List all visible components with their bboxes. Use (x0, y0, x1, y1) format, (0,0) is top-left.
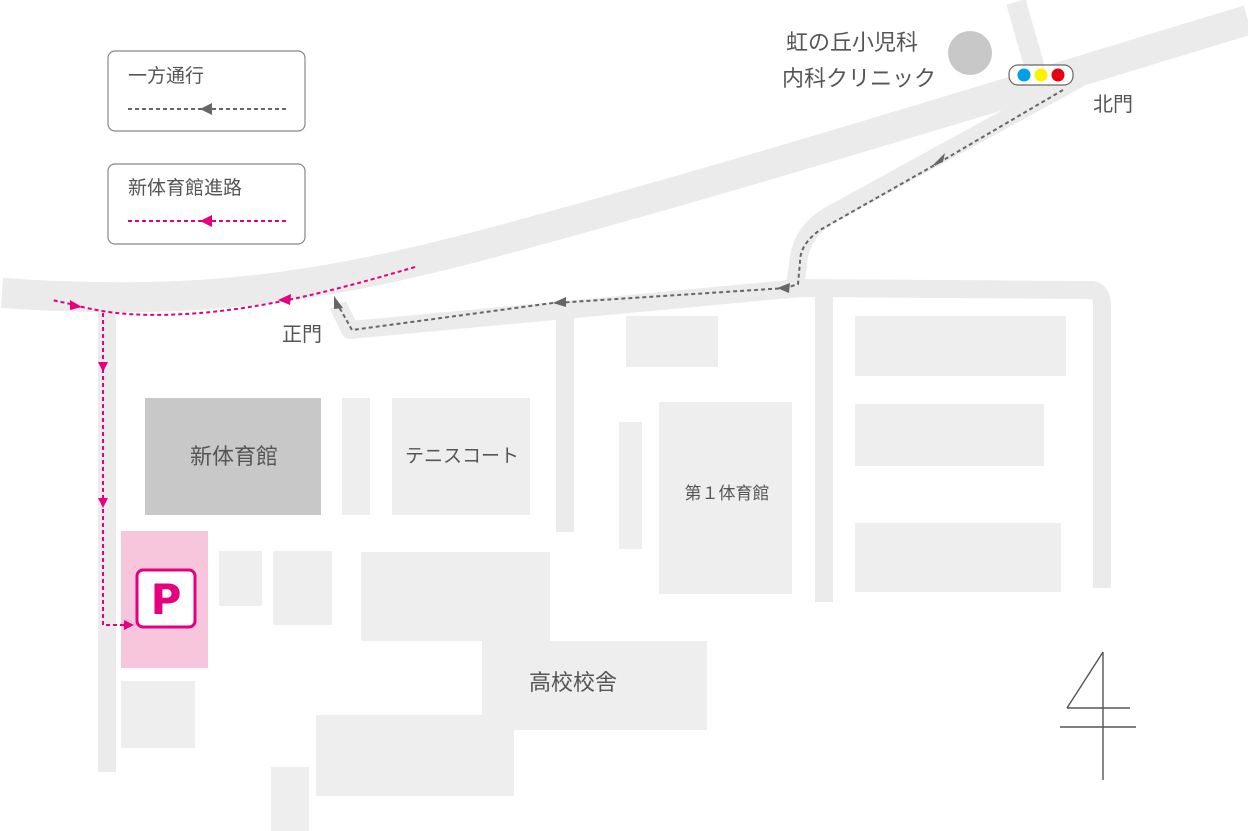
parking-label: P (151, 575, 182, 624)
parking[interactable]: P (121, 531, 208, 668)
one-way-arrowheads (334, 153, 945, 309)
new-gym-label: 新体育館 (190, 445, 278, 470)
diagonal-north-road (786, 70, 1085, 287)
building-east-1 (855, 316, 1066, 376)
building-narrow (342, 398, 370, 515)
clinic-label-line2: 内科クリニック (782, 67, 936, 92)
school-building (316, 552, 707, 796)
building-bottom (271, 767, 309, 831)
building-top-small (626, 316, 718, 367)
new-gym-route (51, 266, 416, 626)
north-arrow-icon (1060, 651, 1136, 780)
building-east-3 (855, 523, 1061, 592)
parking-icon (135, 568, 197, 629)
building-thin (619, 422, 642, 549)
one-way-route (337, 89, 1064, 332)
gym1-label: 第１体育館 (685, 484, 770, 504)
clinic-marker (948, 31, 992, 75)
gym1 (659, 402, 792, 594)
building-sw (121, 681, 195, 748)
legend-route-label: 新体育館進路 (128, 177, 242, 199)
building-small-b (273, 551, 332, 625)
legend-one-way-label: 一方通行 (128, 65, 204, 87)
campus-inner-road (329, 279, 1111, 588)
clinic-label-line1: 虹の丘小児科 (786, 31, 918, 56)
buildings (121, 316, 1066, 831)
tennis-court-label: テニスコート (405, 445, 519, 467)
tennis-court (392, 398, 530, 515)
building-small-a (219, 551, 262, 606)
traffic-light-icon (1008, 64, 1074, 86)
main-gate-label: 正門 (282, 322, 322, 346)
new-gym-route-arrowheads (70, 294, 291, 630)
north-branch-road (1006, 0, 1046, 75)
school-label: 高校校舎 (529, 671, 617, 696)
new-gym (145, 398, 321, 515)
north-gate-label: 北門 (1093, 92, 1133, 116)
legend-new-gym-route: 新体育館進路 (107, 163, 306, 245)
legend-one-way: 一方通行 (107, 50, 306, 132)
building-east-2 (855, 404, 1044, 466)
